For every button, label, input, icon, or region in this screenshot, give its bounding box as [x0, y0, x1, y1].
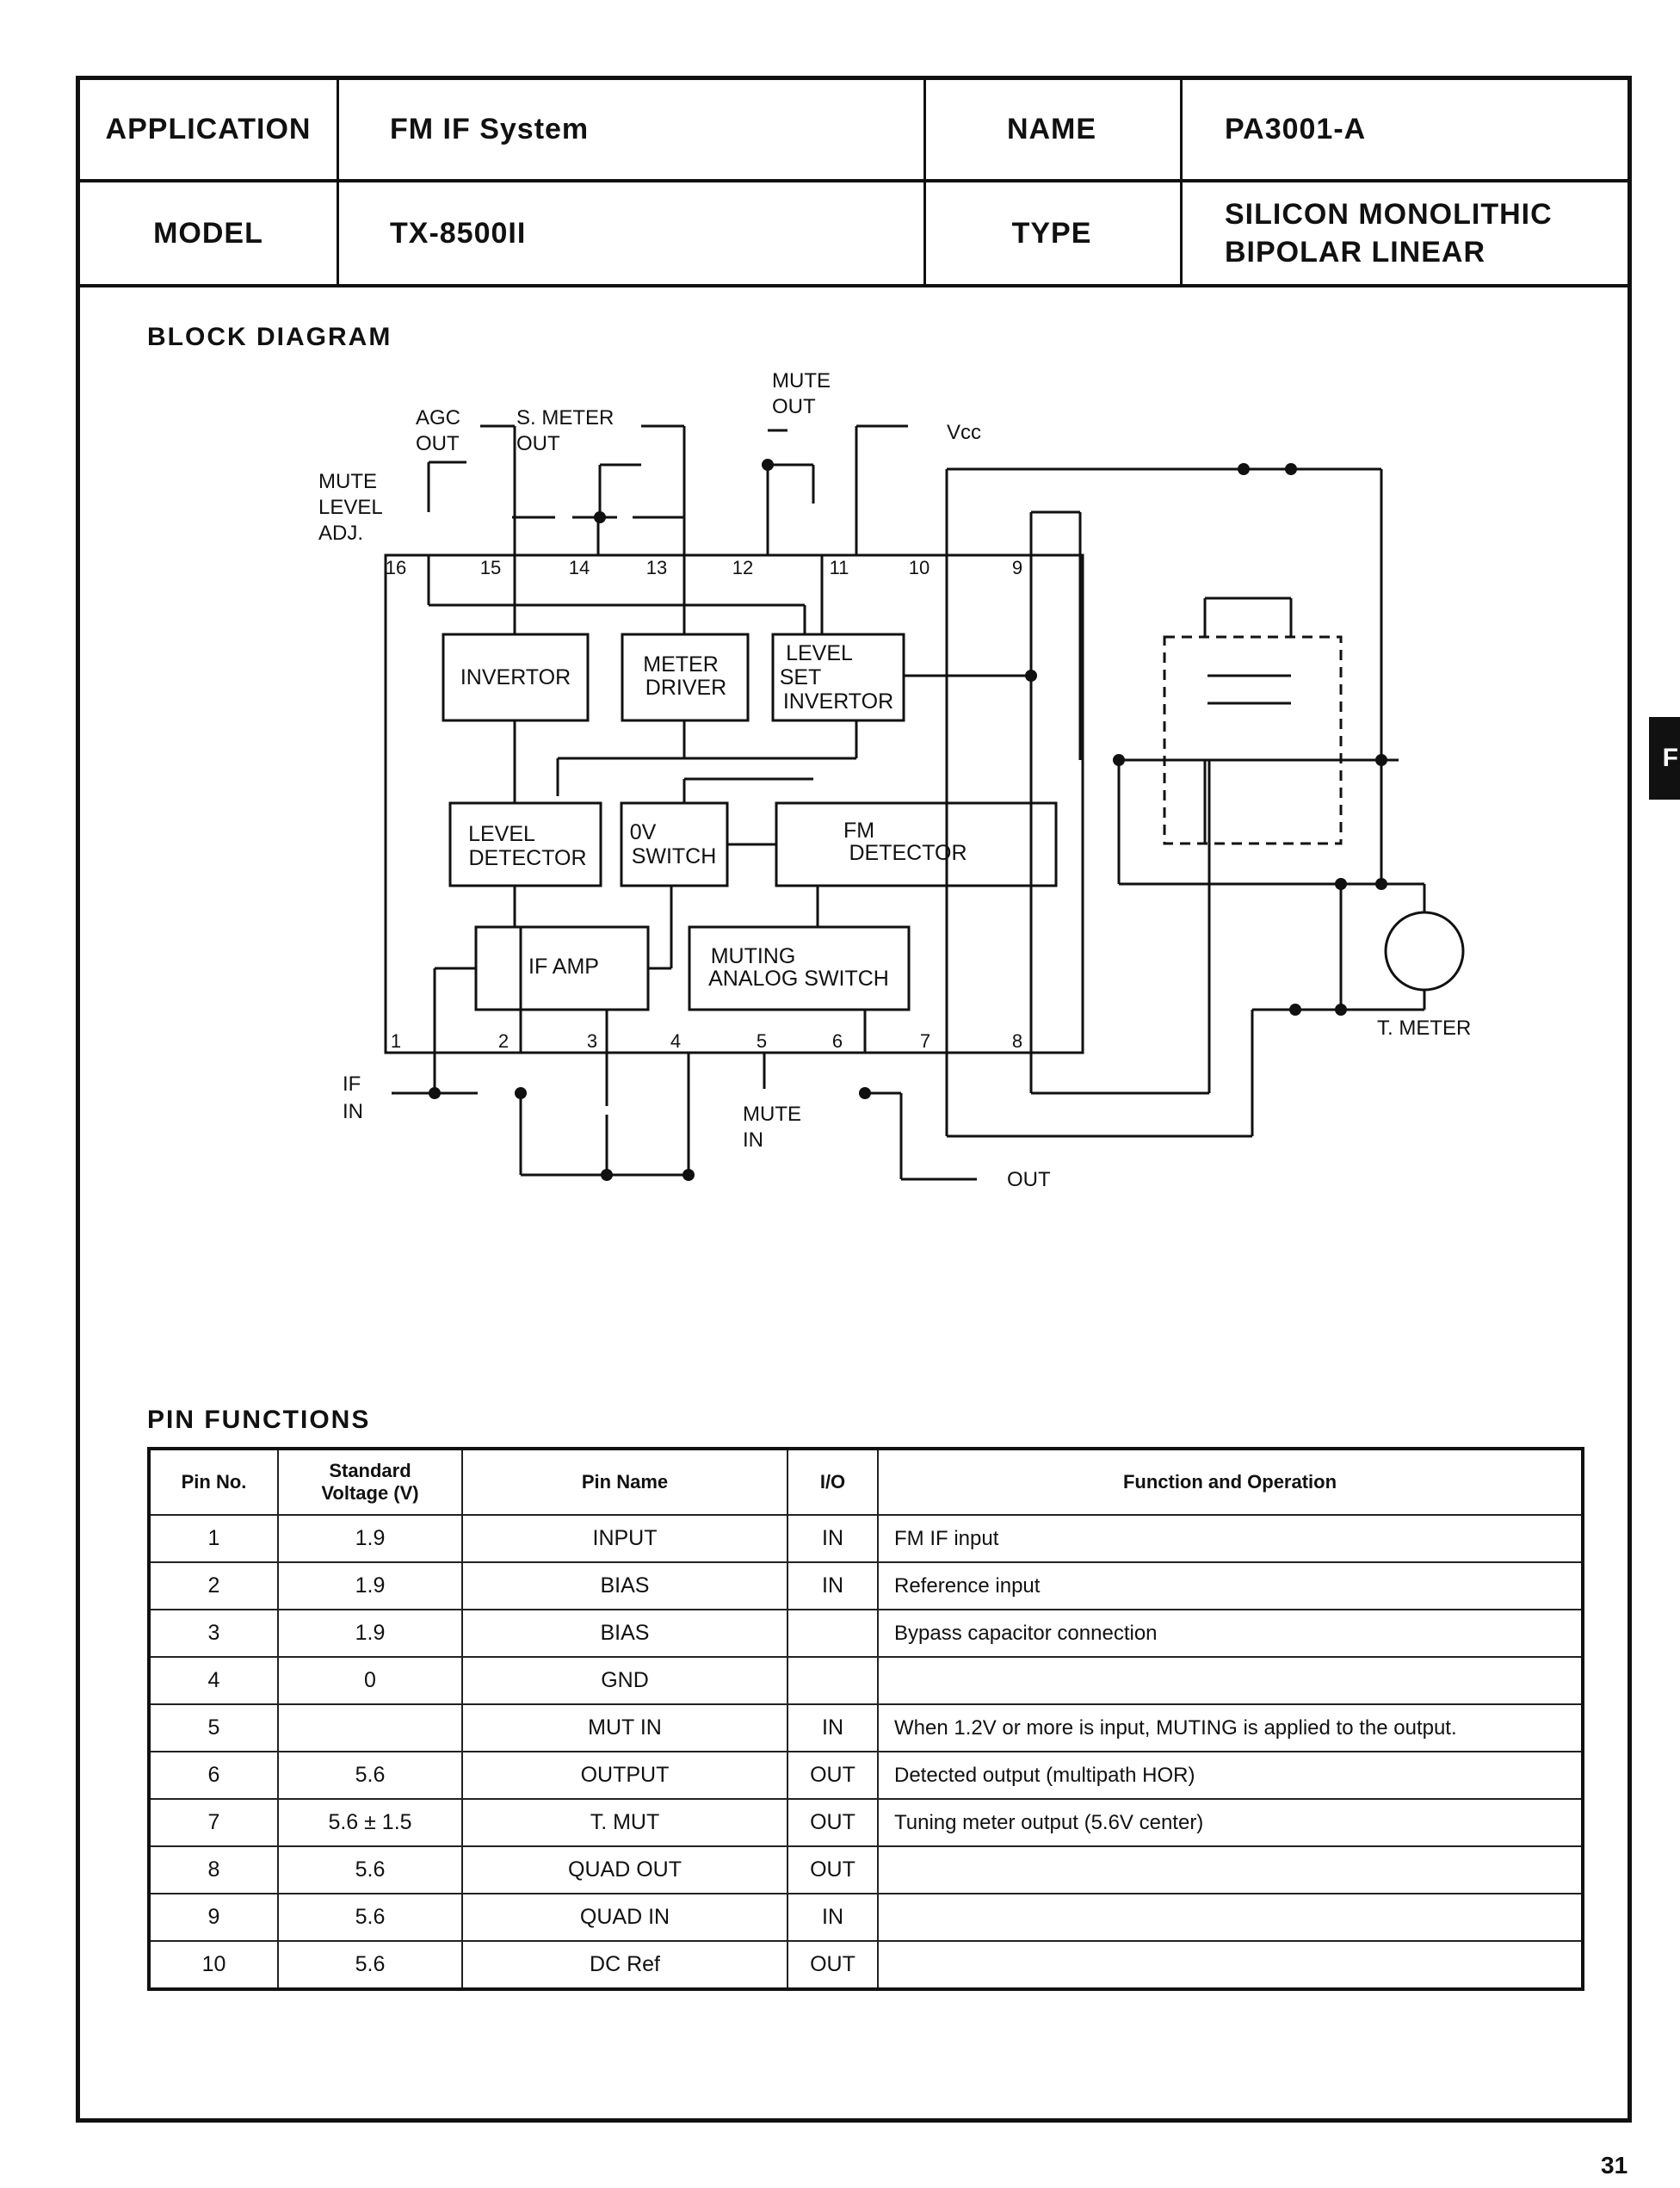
- ov-switch-text: SWITCH: [632, 844, 717, 868]
- mute-level-label: LEVEL: [318, 496, 383, 519]
- fm-detector-text: FM: [843, 819, 874, 843]
- pin-label-top: 14: [569, 557, 590, 578]
- mute-in-label: IN: [743, 1128, 763, 1152]
- if-in-label: IF: [343, 1072, 361, 1096]
- ov-switch-text: 0V: [630, 820, 657, 844]
- section-tab: F: [1649, 717, 1680, 800]
- pin-label-bottom: 5: [757, 1030, 767, 1052]
- model-label: MODEL: [153, 216, 263, 250]
- fm-detector-text: DETECTOR: [849, 841, 967, 865]
- model-value: TX-8500II: [390, 216, 527, 250]
- muting-text: ANALOG SWITCH: [708, 967, 889, 991]
- pin-label-bottom: 8: [1012, 1030, 1022, 1052]
- page-frame: APPLICATION FM IF System NAME PA3001-A M…: [76, 76, 1632, 2123]
- header-divider-h: [80, 179, 1628, 182]
- mute-level-label: ADJ.: [318, 522, 363, 545]
- block-diagram: 16 15 14 13 12 11 10 9 1 2 3 4 5 6 7 8 I…: [318, 369, 1471, 1191]
- type-value: SILICON MONOLITHIC BIPOLAR LINEAR: [1225, 182, 1629, 285]
- level-detector-text: DETECTOR: [468, 846, 586, 870]
- level-set-invertor-block: [771, 633, 905, 722]
- level-detector-text: LEVEL: [468, 822, 535, 846]
- pin-label-bottom: 2: [498, 1030, 509, 1052]
- pin-label-bottom: 6: [832, 1030, 843, 1052]
- muting-text: MUTING: [711, 944, 796, 968]
- level-set-text: SET: [780, 665, 822, 689]
- out-label: OUT: [1007, 1168, 1051, 1191]
- col-pin-name: Pin Name: [461, 1448, 788, 1516]
- vcc-label: Vcc: [947, 421, 981, 444]
- type-value-line2: BIPOLAR LINEAR: [1225, 236, 1485, 269]
- pin-label-top: 9: [1012, 557, 1022, 578]
- name-label: NAME: [1006, 113, 1097, 145]
- pin-label-top: 11: [830, 557, 849, 578]
- level-set-text: INVERTOR: [783, 689, 893, 714]
- t-meter-label: T. METER: [1377, 1017, 1471, 1040]
- col-function: Function and Operation: [877, 1448, 1584, 1516]
- page-number: 31: [1601, 2152, 1628, 2179]
- header-divider-v1: [337, 80, 339, 287]
- type-label: TYPE: [1011, 216, 1092, 250]
- header-table: APPLICATION FM IF System NAME PA3001-A M…: [80, 80, 1628, 287]
- level-set-text: LEVEL: [786, 641, 853, 665]
- pin-label-top: 16: [386, 557, 406, 578]
- invertor-text: INVERTOR: [460, 665, 571, 689]
- block-diagram-title: BLOCK DIAGRAM: [147, 323, 392, 351]
- type-value-line1: SILICON MONOLITHIC: [1225, 198, 1553, 231]
- pin-label-bottom: 7: [920, 1030, 930, 1052]
- pin-label-top: 15: [480, 557, 501, 578]
- col-pin-no: Pin No.: [148, 1448, 279, 1516]
- pin-label-bottom: 4: [670, 1030, 681, 1052]
- mute-out-label: MUTE: [772, 369, 831, 392]
- level-detector-block: [448, 801, 602, 887]
- pin-label-top: 12: [732, 557, 753, 578]
- mute-level-label: MUTE: [318, 470, 377, 493]
- agc-label: OUT: [416, 432, 460, 455]
- if-in-label: IN: [343, 1100, 363, 1123]
- col-io: I/O: [787, 1448, 879, 1516]
- meter-driver-text: METER: [643, 652, 719, 677]
- ic-outline: [384, 553, 1084, 1054]
- name-value: PA3001-A: [1225, 113, 1367, 145]
- header-divider-v2: [923, 80, 926, 287]
- muting-switch-block: [688, 925, 911, 1011]
- application-label: APPLICATION: [105, 113, 312, 145]
- meter-driver-text: DRIVER: [645, 676, 726, 700]
- pin-label-bottom: 1: [391, 1030, 401, 1052]
- s-meter-label: OUT: [516, 432, 560, 455]
- mute-in-label: MUTE: [743, 1103, 801, 1126]
- pin-functions-title: PIN FUNCTIONS: [147, 1406, 371, 1434]
- s-meter-label: S. METER: [516, 406, 614, 430]
- header-divider-v3: [1180, 80, 1183, 287]
- pin-label-top: 13: [646, 557, 667, 578]
- application-value: FM IF System: [390, 113, 590, 145]
- pin-label-bottom: 3: [587, 1030, 597, 1052]
- agc-label: AGC: [416, 406, 460, 430]
- header-divider-bottom: [80, 284, 1628, 287]
- pin-label-top: 10: [909, 557, 930, 578]
- if-amp-text: IF AMP: [528, 955, 599, 979]
- mute-out-label: OUT: [772, 395, 816, 418]
